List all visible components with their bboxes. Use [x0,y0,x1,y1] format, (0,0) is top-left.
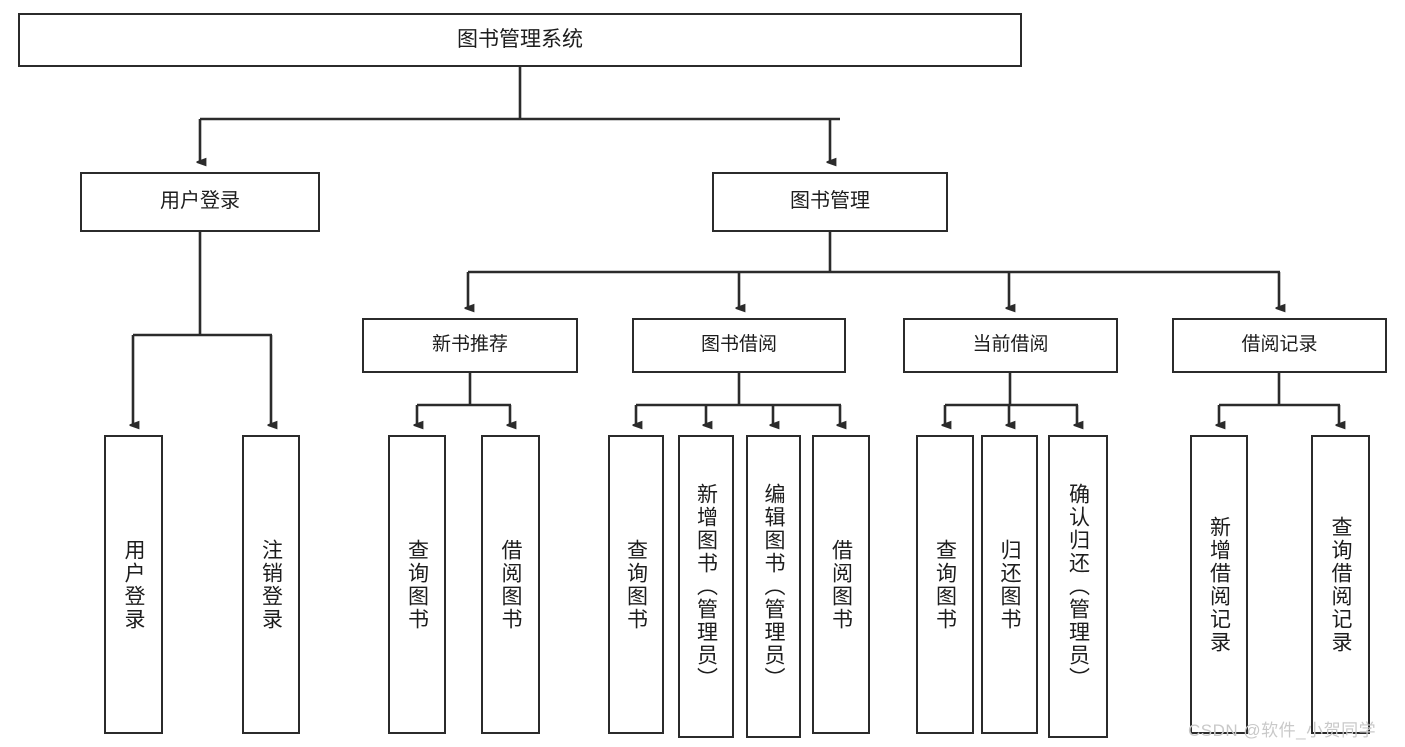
node-add-borrow-record[interactable]: 新增借阅记录 [1190,435,1248,734]
node-add-book-admin[interactable]: 新增图书（管理员） [678,435,734,738]
node-confirm-return-admin[interactable]: 确认归还（管理员） [1048,435,1108,738]
node-user-login[interactable]: 用户登录 [80,172,320,232]
node-query-borrow-record[interactable]: 查询借阅记录 [1311,435,1370,734]
node-borrow-books-recommend-label: 借阅图书 [499,538,522,631]
node-current-borrow[interactable]: 当前借阅 [903,318,1118,373]
node-query-books-borrow[interactable]: 查询图书 [608,435,664,734]
node-user-logout-action-label: 注销登录 [259,538,283,631]
node-add-book-admin-label: 新增图书（管理员） [694,483,718,690]
node-return-books-label: 归还图书 [998,538,1021,631]
node-book-borrow[interactable]: 图书借阅 [632,318,846,373]
node-borrow-books-recommend[interactable]: 借阅图书 [481,435,540,734]
node-user-login-label: 用户登录 [160,190,240,213]
node-new-book-recommend[interactable]: 新书推荐 [362,318,578,373]
node-edit-book-admin[interactable]: 编辑图书（管理员） [746,435,801,738]
node-user-logout-action[interactable]: 注销登录 [242,435,300,734]
node-user-login-action[interactable]: 用户登录 [104,435,163,734]
node-return-books[interactable]: 归还图书 [981,435,1038,734]
node-book-management-label: 图书管理 [790,190,870,213]
node-edit-book-admin-label: 编辑图书（管理员） [762,483,785,690]
node-book-borrow-label: 图书借阅 [700,334,777,356]
node-user-login-action-label: 用户登录 [122,538,145,631]
node-confirm-return-admin-label: 确认归还（管理员） [1066,483,1090,690]
node-query-books-current-label: 查询图书 [933,538,957,631]
node-query-books-recommend[interactable]: 查询图书 [388,435,446,734]
node-current-borrow-label: 当前借阅 [972,334,1049,356]
node-book-management[interactable]: 图书管理 [712,172,948,232]
node-root[interactable]: 图书管理系统 [18,13,1022,67]
node-borrow-record-label: 借阅记录 [1241,334,1318,356]
node-borrow-books-action[interactable]: 借阅图书 [812,435,870,734]
node-add-borrow-record-label: 新增借阅记录 [1207,515,1231,654]
node-query-books-current[interactable]: 查询图书 [916,435,974,734]
node-borrow-books-action-label: 借阅图书 [829,538,853,631]
node-query-books-recommend-label: 查询图书 [405,538,429,631]
node-borrow-record[interactable]: 借阅记录 [1172,318,1387,373]
node-new-book-recommend-label: 新书推荐 [431,334,508,356]
node-query-books-borrow-label: 查询图书 [624,538,648,631]
node-query-borrow-record-label: 查询借阅记录 [1329,515,1352,654]
node-root-label: 图书管理系统 [457,27,583,51]
